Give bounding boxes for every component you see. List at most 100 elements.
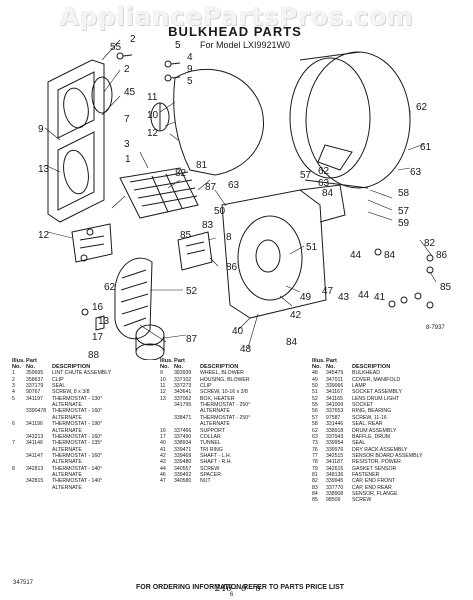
part-number: 342815 [26, 478, 44, 485]
part-description: SCREW [352, 497, 372, 504]
part-description: CLIP [200, 383, 212, 390]
part-number: 359695 [26, 370, 44, 377]
illus-number: 85 [312, 497, 318, 504]
callout: 47 [322, 286, 334, 297]
callout: 12 [38, 230, 50, 241]
illus-number: 76 [312, 446, 318, 453]
part-number: 341196 [26, 421, 43, 428]
part-description: THERMOSTAT - 140° [52, 478, 103, 485]
part-number: 338918 [326, 427, 344, 434]
illus-number: 13 [160, 395, 166, 402]
illus-number: 51 [312, 389, 318, 396]
illus-number: 56 [312, 408, 318, 415]
part-description: SCREW [200, 465, 220, 472]
callout: 5 [187, 76, 193, 87]
part-number: 340580 [174, 478, 192, 485]
blower-housing [150, 68, 264, 176]
part-description: ALTERNATE [52, 484, 82, 491]
callout: 10 [147, 110, 159, 121]
callout: 83 [202, 220, 214, 231]
illus-number: 43 [160, 459, 166, 466]
part-description: LINT CHUTE ASSEMBLY [52, 370, 112, 377]
part-description: CAP, END REAR [352, 484, 392, 491]
illus-number: 62 [312, 427, 318, 434]
part-description: CLIP [52, 376, 64, 383]
part-description: THERMOSTAT - 160° [52, 408, 103, 415]
illus-number: 6 [12, 421, 15, 428]
illus-number: 50 [312, 383, 318, 390]
callout: 58 [398, 188, 410, 199]
part-number: 339480 [174, 459, 192, 466]
parts-row: 342815 THERMOSTAT - 140° [12, 478, 152, 484]
illus-number: 10 [160, 376, 166, 383]
part-description: BAFFLE, DRUM [352, 433, 391, 440]
callout: 4 [187, 52, 193, 63]
part-number: 340557 [174, 465, 192, 472]
illus-number [12, 485, 26, 491]
illus-number: 16 [160, 427, 166, 434]
illus-number: 17 [160, 433, 166, 440]
callout: 84 [286, 337, 298, 348]
callout: 50 [214, 206, 226, 217]
part-description: ALTERNATE [200, 408, 230, 415]
part-number: 341795 [174, 402, 192, 409]
callout: 86 [226, 262, 238, 273]
illus-number: 47 [160, 478, 166, 485]
part-description: SENSOR, FLANGE [352, 490, 398, 497]
callout: 63 [228, 180, 240, 191]
callout: 86 [436, 250, 448, 261]
callout: 48 [240, 344, 252, 355]
parts-row: ALTERNATE [160, 408, 300, 414]
illus-number: 4 [12, 389, 15, 396]
part-number: 339469 [174, 452, 192, 459]
callout: 9 [187, 64, 193, 75]
parts-row: ALTERNATE [12, 472, 152, 478]
part-description: THERMOSTAT - 160° [52, 452, 103, 459]
callout: 7 [124, 114, 130, 125]
part-description: BULKHEAD [352, 370, 380, 377]
illus-number: 1 [12, 370, 15, 377]
illus-number: 82 [312, 478, 318, 485]
illus-number: 73 [312, 440, 318, 447]
callout: 81 [196, 160, 208, 171]
ordering-info: FOR ORDERING INFORMATION REFER TO PARTS … [135, 584, 345, 591]
callout: 16 [92, 302, 104, 313]
part-number: 341009 [326, 402, 344, 409]
parts-row: ALTERNATE [12, 485, 152, 491]
callout: 17 [92, 332, 104, 343]
callout: 13 [38, 164, 50, 175]
part-description: LAMP [352, 383, 367, 390]
lint-screen [114, 257, 153, 340]
part-description: THERMOSTAT - 135° [52, 440, 103, 447]
part-number: 339976 [326, 446, 344, 453]
callout-numbers: 2 5 4 9 5 2 45 7 55 11 10 12 3 1 9 13 12… [38, 34, 452, 360]
part-description: SCREW, 11-16 [352, 414, 387, 421]
part-description: SUPPORT [200, 427, 225, 434]
part-description: SENSOR BOARD ASSEMBLY [352, 452, 423, 459]
part-description: ALTERNATE [52, 402, 82, 409]
callout: 87 [186, 334, 198, 345]
page-title: BULKHEAD PARTS [168, 24, 302, 39]
part-description: TUNNEL [200, 440, 221, 447]
part-number: 331446 [326, 421, 344, 428]
callout: 13 [98, 316, 110, 327]
part-description: HOUSING, BLOWER [200, 376, 250, 383]
